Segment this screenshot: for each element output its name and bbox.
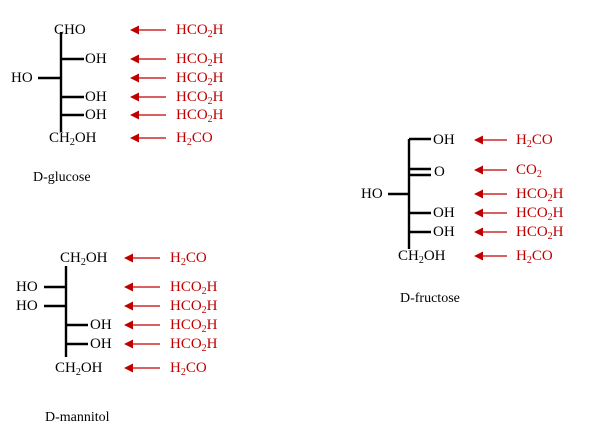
glucose-product-3: HCO2H — [176, 70, 224, 88]
fructose-oh-c5: OH — [433, 224, 455, 240]
fructose-caption: D-fructose — [400, 291, 460, 306]
mannitol-product-6: H2CO — [170, 360, 207, 378]
glucose-product-2: HCO2H — [176, 51, 224, 69]
mannitol-product-2: HCO2H — [170, 279, 218, 297]
fructose-oh-c1: OH — [433, 132, 455, 148]
glucose-skeleton — [38, 32, 84, 132]
mannitol-product-5: HCO2H — [170, 336, 218, 354]
glucose-product-4: HCO2H — [176, 89, 224, 107]
mannitol-caption: D-mannitol — [45, 410, 110, 425]
mannitol-ch2oh-top: CH2OH — [60, 250, 108, 268]
glucose-oh-c4: OH — [85, 89, 107, 105]
fructose-ho-c3: HO — [361, 186, 383, 202]
mannitol-arrows — [124, 253, 160, 373]
glucose-product-1: HCO2H — [176, 22, 224, 40]
fructose-oh-c4: OH — [433, 205, 455, 221]
fructose-carbonyl-o: O — [434, 164, 445, 180]
fructose-product-6: H2CO — [516, 248, 553, 266]
mannitol-oh-c4: OH — [90, 317, 112, 333]
glucose-oh-c5: OH — [85, 107, 107, 123]
mannitol-product-1: H2CO — [170, 250, 207, 268]
fructose-ch2oh: CH2OH — [398, 248, 446, 266]
mannitol-product-3: HCO2H — [170, 298, 218, 316]
glucose-product-6: H2CO — [176, 130, 213, 148]
mannitol-product-4: HCO2H — [170, 317, 218, 335]
fructose-product-4: HCO2H — [516, 205, 564, 223]
fructose-product-3: HCO2H — [516, 186, 564, 204]
fructose-skeleton — [388, 137, 431, 249]
glucose-ho-c3: HO — [11, 70, 33, 86]
mannitol-ho-c3: HO — [16, 298, 38, 314]
glucose-oh-c2: OH — [85, 51, 107, 67]
glucose-cho: CHO — [54, 22, 86, 38]
glucose-ch2oh: CH2OH — [49, 130, 97, 148]
fructose-arrows — [474, 135, 507, 261]
fructose-product-5: HCO2H — [516, 224, 564, 242]
glucose-arrows — [130, 25, 166, 143]
mannitol-ch2oh-bottom: CH2OH — [55, 360, 103, 378]
glucose-product-5: HCO2H — [176, 107, 224, 125]
glucose-caption: D-glucose — [33, 170, 91, 185]
fructose-product-1: H2CO — [516, 132, 553, 150]
mannitol-skeleton — [44, 266, 88, 357]
mannitol-oh-c5: OH — [90, 336, 112, 352]
fructose-product-2: CO2 — [516, 162, 542, 180]
mannitol-ho-c2: HO — [16, 279, 38, 295]
